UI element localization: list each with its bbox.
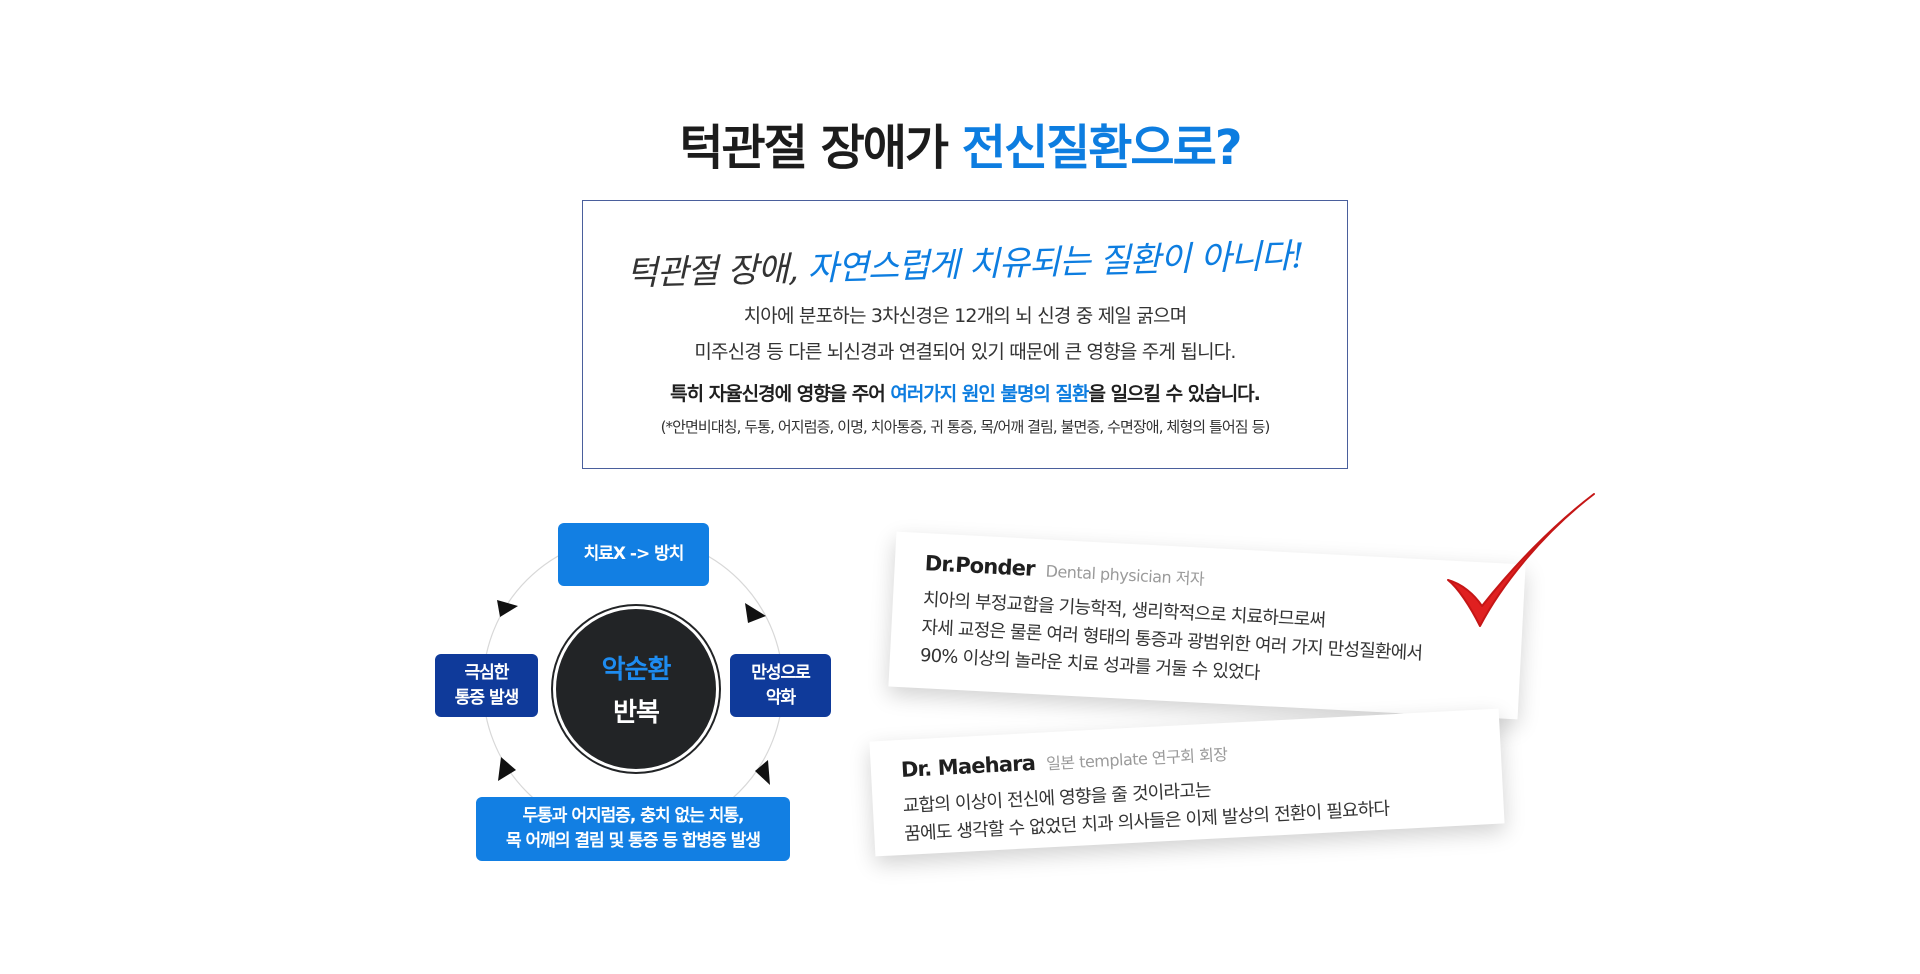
cycle-node-bottom-line-2: 목 어깨의 결림 및 통증 등 합병증 발생 bbox=[505, 831, 761, 851]
arrow-icon bbox=[498, 757, 516, 781]
handwritten-headline-main: 턱관절 장애, bbox=[626, 249, 808, 294]
checkmark-stroke bbox=[1447, 493, 1595, 627]
arrow-icon bbox=[745, 603, 766, 623]
quote-card-maehara: Dr. Maehara 일본 template 연구회 회장 교합의 이상이 전… bbox=[869, 708, 1505, 857]
handwritten-headline: 턱관절 장애, 자연스럽게 치유되는 질환이 아니다! bbox=[582, 227, 1347, 296]
page-title-highlight: 전신질환으로? bbox=[961, 120, 1243, 176]
cycle-node-left-text: 극심한 통증 발생 bbox=[454, 661, 519, 710]
cycle-node-right-text: 만성으로 악화 bbox=[751, 661, 811, 710]
quote-author-role: 일본 template 연구회 회장 bbox=[1045, 744, 1228, 774]
quote-card-header: Dr.Ponder Dental physician 저자 bbox=[924, 551, 1205, 590]
quote-author-role: Dental physician 저자 bbox=[1045, 561, 1205, 589]
cycle-center: 악순환 반복 bbox=[553, 606, 719, 772]
quote-card-header: Dr. Maehara 일본 template 연구회 회장 bbox=[900, 741, 1228, 782]
info-bold-part-2: 을 일으킬 수 있습니다. bbox=[1088, 383, 1260, 405]
quote-author-name: Dr.Ponder bbox=[924, 551, 1036, 581]
cycle-node-bottom-line-1: 두통과 어지럼증, 충치 없는 치통, bbox=[522, 806, 745, 827]
cycle-node-top: 치료X -> 방치 bbox=[558, 523, 709, 586]
cycle-node-left-line-2: 통증 발생 bbox=[454, 687, 519, 708]
info-bold-highlight: 여러가지 원인 불명의 질환 bbox=[890, 383, 1089, 405]
cycle-node-right-line-1: 만성으로 bbox=[751, 662, 811, 683]
cycle-center-label-2: 반복 bbox=[613, 698, 660, 728]
cycle-node-bottom-text: 두통과 어지럼증, 충치 없는 치통, 목 어깨의 결림 및 통증 등 합병증 … bbox=[505, 804, 761, 853]
cycle-node-right-line-2: 악화 bbox=[765, 687, 796, 708]
cycle-node-top-label: 치료X -> 방치 bbox=[583, 544, 685, 565]
cycle-node-left-line-1: 극심한 bbox=[464, 662, 510, 683]
info-bold-part-1: 특히 자율신경에 영향을 주어 bbox=[670, 383, 891, 405]
handwritten-headline-highlight: 자연스럽게 치유되는 질환이 아니다! bbox=[806, 236, 1305, 290]
cycle-node-left: 극심한 통증 발생 bbox=[435, 654, 538, 717]
arrow-icon bbox=[755, 760, 770, 785]
cycle-node-bottom: 두통과 어지럼증, 충치 없는 치통, 목 어깨의 결림 및 통증 등 합병증 … bbox=[476, 797, 790, 861]
checkmark-icon bbox=[1447, 493, 1595, 627]
info-symptom-list: (*안면비대칭, 두통, 어지럼증, 이명, 치아통증, 귀 통증, 목/어깨 … bbox=[660, 418, 1271, 436]
page-title: 턱관절 장애가 전신질환으로? bbox=[0, 108, 1920, 178]
quote-card-ponder: Dr.Ponder Dental physician 저자 치아의 부정교합을 … bbox=[888, 531, 1526, 720]
page-title-main: 턱관절 장애가 bbox=[679, 120, 962, 176]
cycle-center-label-1: 악순환 bbox=[601, 655, 672, 685]
quote-author-name: Dr. Maehara bbox=[900, 750, 1036, 782]
arrow-icon bbox=[497, 600, 518, 617]
info-text-line-1: 치아에 분포하는 3차신경은 12개의 뇌 신경 중 제일 굵으며 bbox=[743, 305, 1188, 327]
info-text-line-2: 미주신경 등 다른 뇌신경과 연결되어 있기 때문에 큰 영향을 주게 됩니다. bbox=[694, 341, 1236, 363]
info-bold-line: 특히 자율신경에 영향을 주어 여러가지 원인 불명의 질환을 일으킬 수 있습… bbox=[583, 379, 1347, 406]
info-box: 턱관절 장애, 자연스럽게 치유되는 질환이 아니다! 치아에 분포하는 3차신… bbox=[582, 200, 1348, 469]
cycle-node-right: 만성으로 악화 bbox=[730, 654, 831, 717]
